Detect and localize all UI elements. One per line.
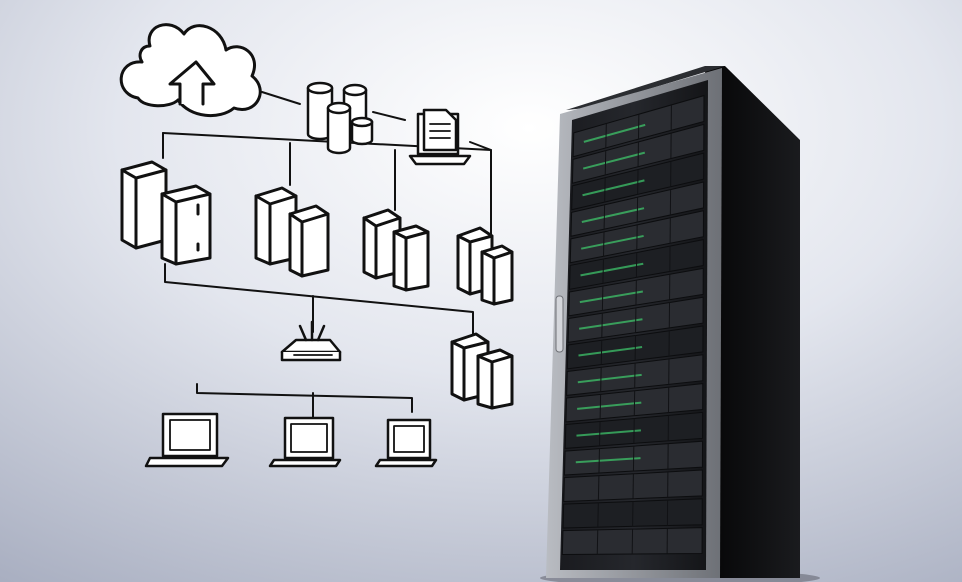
rack-unit-led-strip xyxy=(580,234,644,250)
rack-unit-led-strip xyxy=(582,179,645,197)
rack-unit-led-strip xyxy=(582,151,646,170)
rack-unit-divider xyxy=(601,286,604,311)
network-sketch xyxy=(119,23,514,468)
database-icon xyxy=(306,81,374,155)
rack-unit-divider xyxy=(603,231,605,257)
server-rack xyxy=(540,66,820,582)
server-icon xyxy=(456,226,514,306)
rack-unit-divider xyxy=(600,367,602,392)
rack-unit-divider xyxy=(603,204,606,230)
router-icon xyxy=(280,320,342,362)
rack-unit-divider xyxy=(604,177,606,203)
rack-unit-led-strip xyxy=(579,290,644,304)
door-handle xyxy=(555,295,564,353)
rack-unit-led-strip xyxy=(583,123,646,143)
rack-units xyxy=(561,94,705,556)
rack-unit-led-strip xyxy=(575,457,641,464)
rack-unit-led-strip xyxy=(577,401,642,410)
rack-unit-divider xyxy=(602,258,604,284)
rack-unit-divider xyxy=(598,448,600,474)
rack-top xyxy=(566,66,725,110)
rack-unit-divider xyxy=(599,394,602,419)
rack-unit-divider xyxy=(605,123,607,148)
server-icon xyxy=(254,186,330,278)
rack-unit-led-strip xyxy=(580,262,644,277)
rack-unit-led-strip xyxy=(578,346,643,357)
server-icon xyxy=(120,160,212,266)
rack-unit-divider xyxy=(597,502,599,528)
laptop-icon xyxy=(268,416,342,468)
rack-unit-divider xyxy=(600,340,603,365)
laptop-icon xyxy=(374,418,438,468)
laptop-icon xyxy=(144,412,230,468)
rack-unit-led-strip xyxy=(577,373,642,384)
cloud-upload-icon xyxy=(119,23,262,118)
laptop-document-icon xyxy=(408,108,472,166)
rack-side-panel xyxy=(705,66,800,578)
rack-unit-divider xyxy=(599,421,601,446)
rack-unit-divider xyxy=(596,529,599,555)
rack-unit-divider xyxy=(601,313,603,338)
rack-unit-divider xyxy=(604,150,607,176)
rack-unit-led-strip xyxy=(579,318,643,330)
rack-unit-led-strip xyxy=(581,207,645,223)
rack-unit-led-strip xyxy=(576,429,641,437)
server-icon xyxy=(362,208,430,292)
rack-unit-divider xyxy=(597,475,600,501)
server-icon xyxy=(450,332,514,410)
